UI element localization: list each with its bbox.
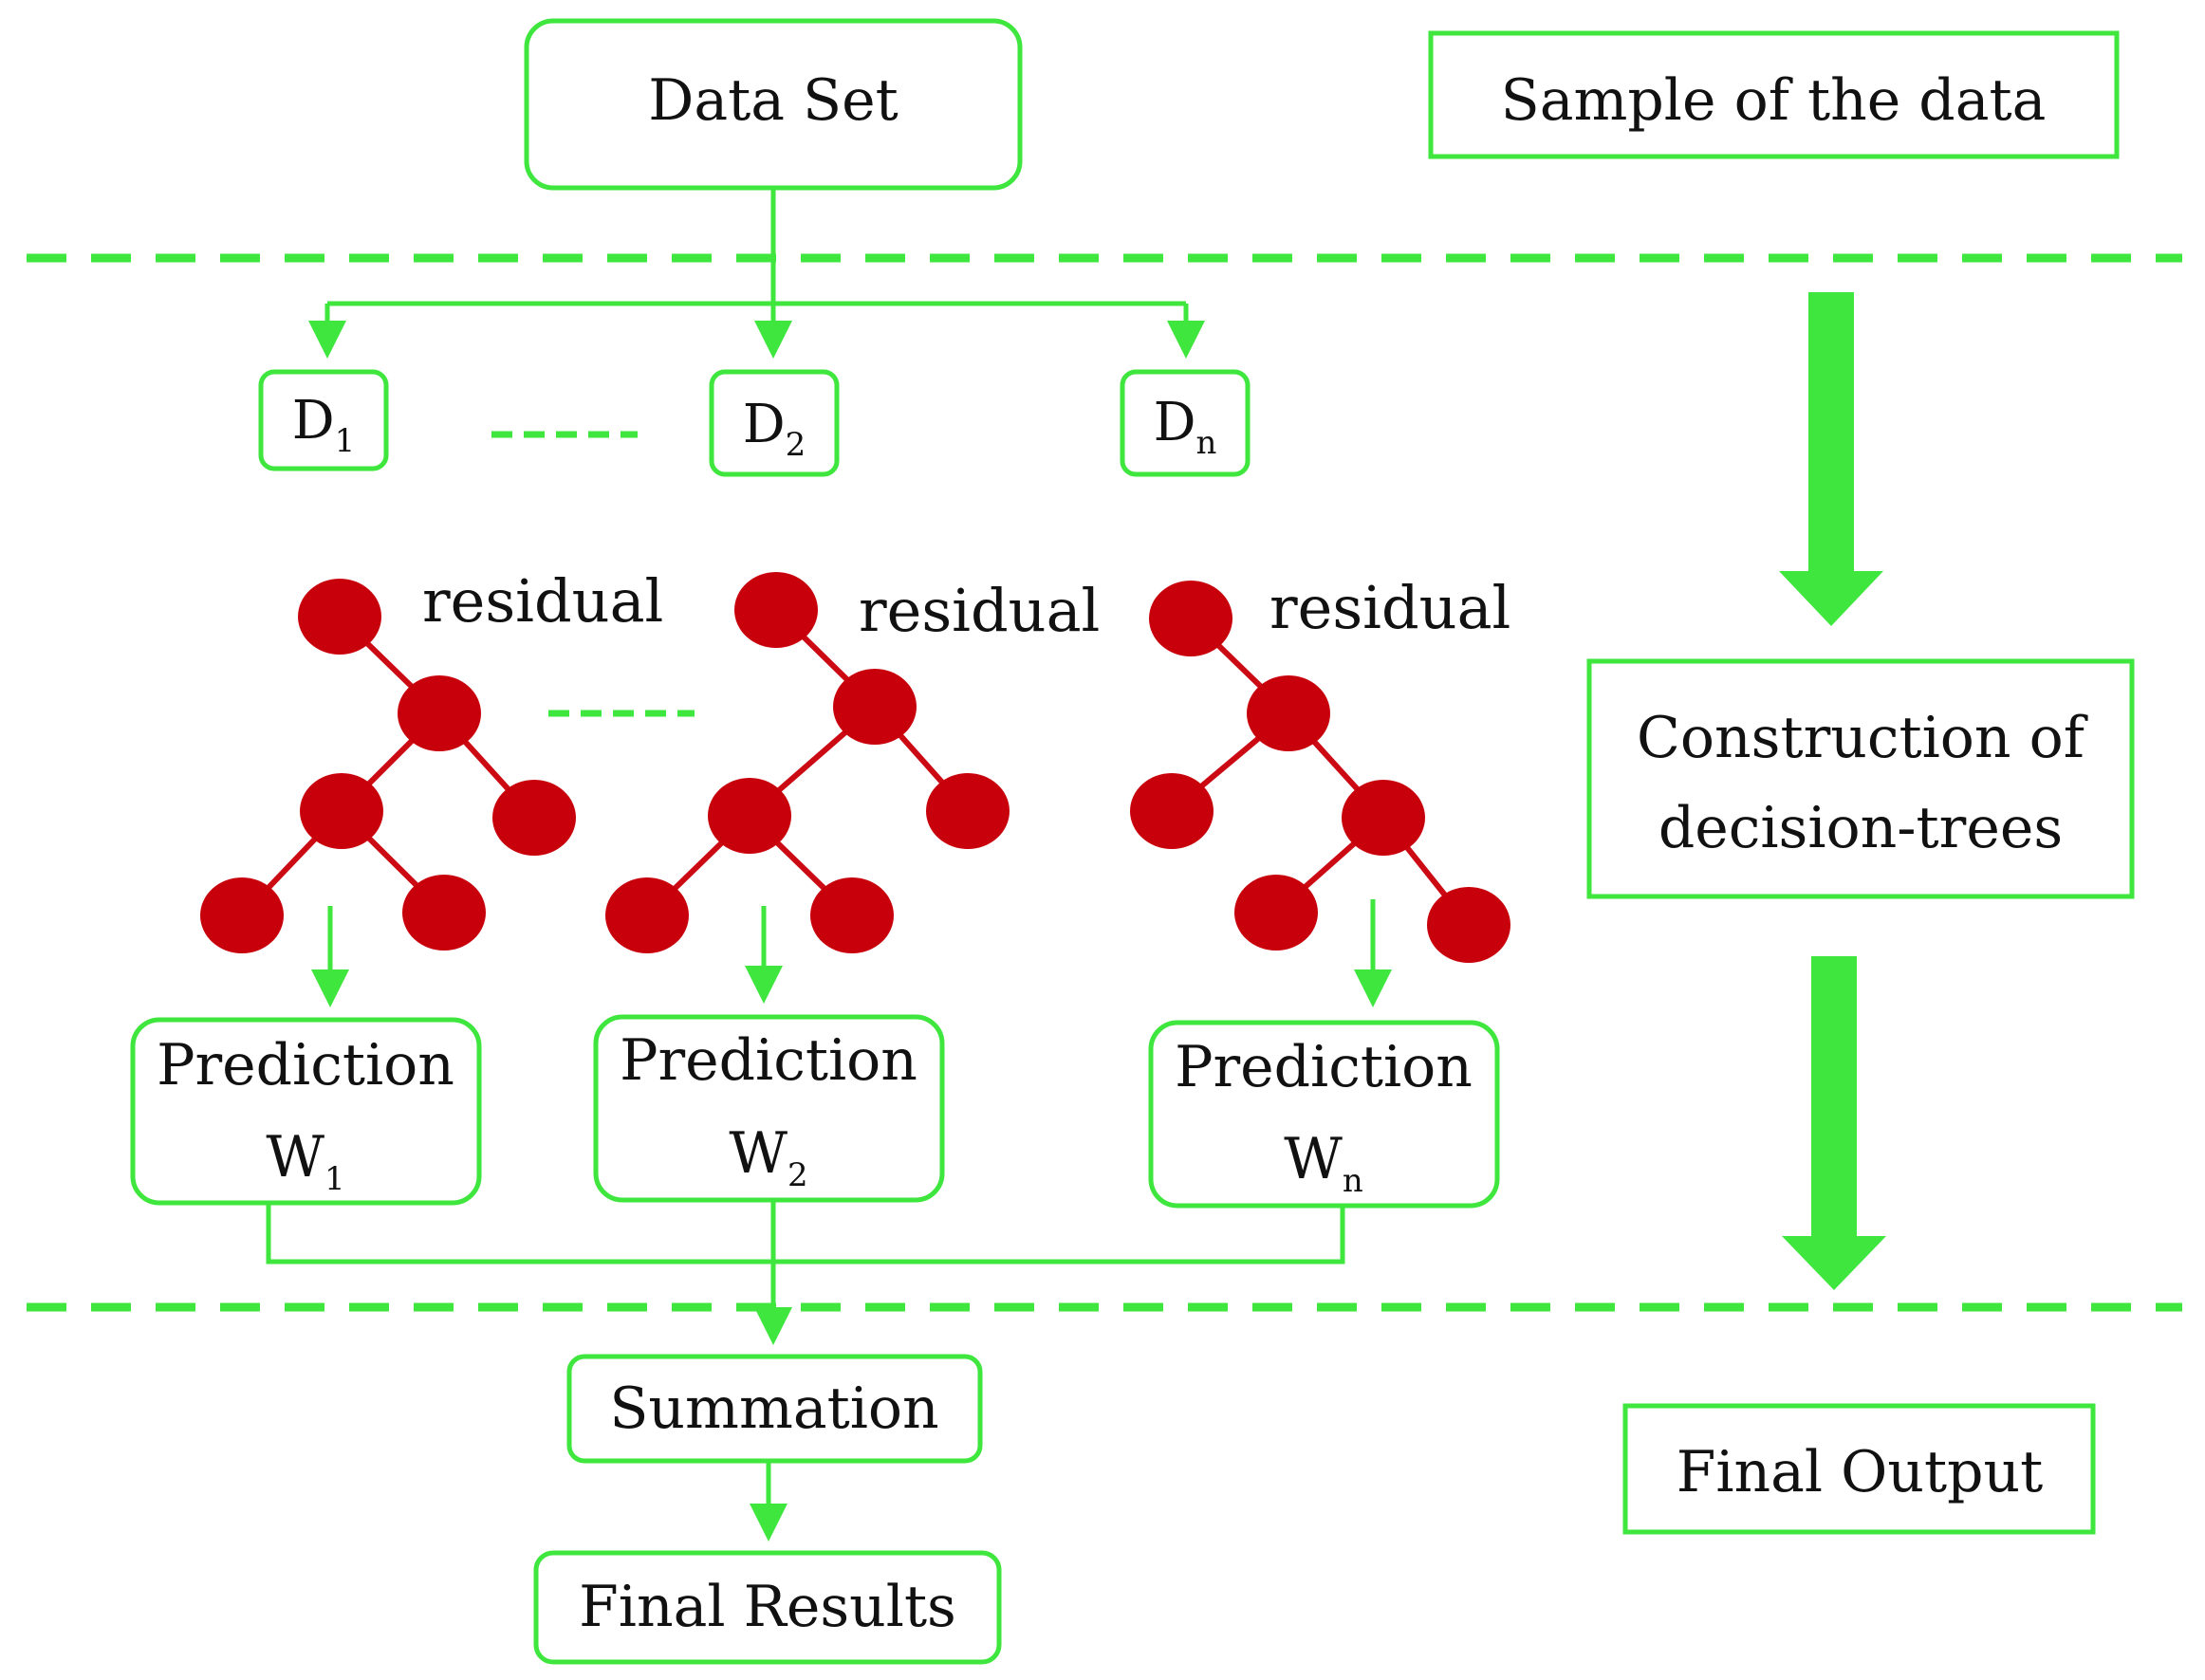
decision-tree-2: residual <box>605 572 1100 953</box>
prediction-w2: Prediction W2 <box>593 1014 945 1203</box>
stage-construction: Construction of decision-trees <box>1586 658 2135 899</box>
stage-construction-line2: decision-trees <box>1658 795 2063 861</box>
final-results-node: Final Results <box>533 1550 1002 1665</box>
final-results-label: Final Results <box>579 1574 956 1640</box>
subset-dn-main: D <box>1154 392 1196 453</box>
tree-node <box>734 572 818 648</box>
prediction-w1-title: Prediction <box>157 1032 454 1098</box>
svg-text:D1: D1 <box>292 390 356 460</box>
summation-label: Summation <box>609 1375 938 1442</box>
tree-3-residual-label: residual <box>1269 573 1510 642</box>
stage-final-output-label: Final Output <box>1677 1439 2044 1505</box>
stage-final-output: Final Output <box>1622 1403 2096 1535</box>
tree-2-residual-label: residual <box>859 576 1100 645</box>
subset-d1-sub: 1 <box>335 422 356 460</box>
decision-tree-1: residual <box>200 566 663 953</box>
stage-sample-label: Sample of the data <box>1501 67 2047 134</box>
tree-node <box>605 877 689 953</box>
tree-node <box>833 669 917 745</box>
tree-node <box>1130 773 1214 849</box>
svg-text:Wn: Wn <box>1284 1126 1363 1200</box>
svg-text:Dn: Dn <box>1154 392 1217 462</box>
summation-node: Summation <box>566 1354 983 1464</box>
subset-d2-main: D <box>743 394 786 455</box>
stage-arrow-1 <box>1779 292 1883 626</box>
stage-construction-line1: Construction of <box>1637 705 2088 771</box>
prediction-w1-sub: 1 <box>324 1160 345 1198</box>
tree-node <box>1234 875 1318 951</box>
decision-tree-3: residual <box>1130 573 1510 963</box>
tree-1-residual-label: residual <box>422 566 663 636</box>
tree-node <box>200 877 284 953</box>
tree-node <box>398 675 481 751</box>
data-set-label: Data Set <box>648 67 899 134</box>
tree-node <box>298 579 381 655</box>
svg-text:D2: D2 <box>743 394 806 464</box>
svg-text:W2: W2 <box>729 1120 807 1194</box>
prediction-wn-main: W <box>1284 1126 1343 1192</box>
svg-text:W1: W1 <box>266 1124 344 1198</box>
tree-node <box>926 773 1010 849</box>
prediction-wn-sub: n <box>1343 1162 1363 1200</box>
prediction-wn: Prediction Wn <box>1148 1020 1500 1209</box>
tree-node <box>1149 581 1232 656</box>
subset-dn-sub: n <box>1196 424 1217 462</box>
prediction-w2-sub: 2 <box>788 1156 808 1194</box>
tree-node <box>708 778 791 854</box>
subset-d1: D1 <box>258 369 389 471</box>
tree-node <box>402 875 486 951</box>
tree-node <box>1247 675 1330 751</box>
stage-arrow-2 <box>1782 956 1886 1290</box>
data-set-node: Data Set <box>524 18 1023 191</box>
prediction-w1: Prediction W1 <box>130 1017 482 1206</box>
prediction-w2-title: Prediction <box>620 1027 917 1094</box>
subset-dn: Dn <box>1120 369 1251 477</box>
tree-node <box>810 877 894 953</box>
prediction-merge-line <box>266 1203 1345 1265</box>
tree-node <box>1427 887 1510 963</box>
tree-node <box>300 773 383 849</box>
subset-d2-sub: 2 <box>786 426 806 464</box>
tree-node <box>492 780 576 856</box>
prediction-wn-title: Prediction <box>1175 1034 1473 1100</box>
tree-node <box>1342 780 1425 856</box>
prediction-w1-main: W <box>266 1124 324 1191</box>
prediction-w2-main: W <box>729 1120 788 1187</box>
stage-sample: Sample of the data <box>1428 30 2120 159</box>
subset-d1-main: D <box>292 390 335 452</box>
subset-d2: D2 <box>709 369 840 477</box>
